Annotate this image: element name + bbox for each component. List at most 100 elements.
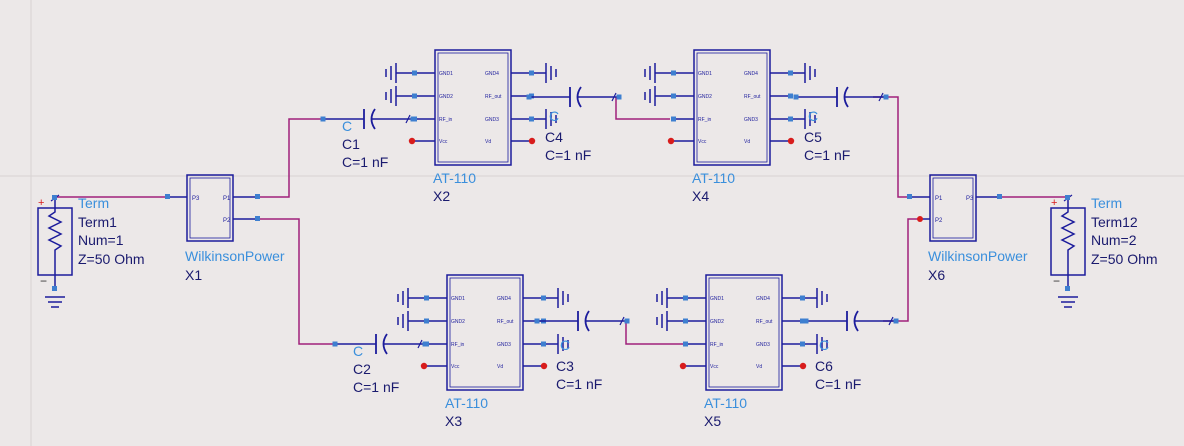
pin-label: Vcc [698,139,707,145]
wilkinson-x6[interactable]: P1 P2 P3 WilkinsonPower X6 [907,174,1028,283]
pin-dot [800,295,805,301]
pin-label: GND1 [451,296,465,302]
pin-dot [893,318,899,324]
pin-dot [332,341,338,347]
pin-label: P3 [966,196,974,202]
pin-label: GND4 [485,71,499,77]
pin-dot [1065,195,1070,200]
pin-label: Vd [485,139,491,145]
component-name: X2 [433,188,450,204]
component-value: C=1 nF [353,379,399,395]
pin-label: RF_out [497,319,514,325]
component-value: C=1 nF [545,147,591,163]
component-type: AT-110 [433,170,476,186]
pin-dot [255,216,260,221]
wilkinson-x1[interactable]: P3 P1 P2 WilkinsonPower X1 [165,174,285,283]
unconnected-pin-icon [917,216,923,222]
pin-dot [788,116,793,122]
term-num: Num=1 [78,232,124,248]
capacitor-c2[interactable]: C C2C=1 nF [332,333,428,395]
pin-dot [534,318,540,324]
pin-label: Vcc [439,139,448,145]
amplifier-body [693,49,771,166]
pin-dot [412,70,417,76]
term-term1[interactable]: + − Term Term1 Num=1 Z=50 Ohm [37,194,145,308]
component-name: X3 [445,413,462,429]
term-name: Term1 [78,214,117,230]
pin-dot [683,318,688,324]
pin-dot [997,194,1002,199]
pin-label: Vd [756,364,762,370]
pin-dot [52,286,57,291]
plus-sign: + [1051,197,1057,209]
pin-dot [1065,286,1070,291]
pin-label: GND3 [485,117,499,123]
pin-dot [320,116,326,122]
component-type: WilkinsonPower [928,248,1028,264]
component-name: C4 [545,129,563,145]
resistor-icon [1060,198,1076,290]
pin-dot [616,94,622,100]
component-type: AT-110 [692,170,735,186]
unconnected-pin-icon [540,362,548,370]
pin-label: GND1 [710,296,724,302]
capacitor-c4[interactable]: C C4C=1 nF [526,86,622,163]
pin-label: RF_out [485,94,502,100]
component-type: AT-110 [704,395,747,411]
pin-label: GND2 [698,94,712,100]
unconnected-pin-icon [667,137,675,145]
component-type: C [560,337,570,353]
pin-dot [255,194,260,199]
pin-dot [52,195,57,200]
pin-label: Vd [744,139,750,145]
pin-dot [165,194,170,199]
pin-label: GND2 [451,319,465,325]
pin-label: P1 [223,196,231,202]
pin-dot [671,70,676,76]
pin-dot [788,93,793,99]
wires [55,96,1068,345]
splitter-body [929,174,977,242]
unconnected-pin-icon [787,137,795,145]
unconnected-pin-icon [408,137,416,145]
ground-icon [1058,296,1078,308]
component-type: C [342,118,352,134]
term-term12[interactable]: + − Term Term12 Num=2 Z=50 Ohm [1050,194,1158,308]
pin-dot [412,93,417,99]
pin-label: GND4 [497,296,511,302]
pin-dot [683,295,688,301]
pin-label: RF_in [698,117,712,123]
component-type: C [549,108,559,124]
component-name: C2 [353,361,371,377]
pin-label: Vd [497,364,503,370]
term-type: Term [1091,195,1122,211]
pin-label: GND3 [497,342,511,348]
term-impedance: Z=50 Ohm [1091,251,1158,267]
amplifier-body [434,49,512,166]
pin-dot [541,341,546,347]
pin-dot [671,116,676,122]
term-name: Term12 [1091,214,1138,230]
pin-label: P3 [192,196,200,202]
amplifier-body [446,274,524,391]
pin-dot [793,94,799,100]
pin-label: RF_in [451,342,465,348]
component-value: C=1 nF [815,376,861,392]
pin-label: GND2 [439,94,453,100]
pin-dot [800,318,805,324]
pin-dot [883,94,889,100]
component-value: C=1 nF [556,376,602,392]
component-type: C [353,343,363,359]
pin-label: Vcc [451,364,460,370]
component-name: C6 [815,358,833,374]
pin-label: RF_in [439,117,453,123]
